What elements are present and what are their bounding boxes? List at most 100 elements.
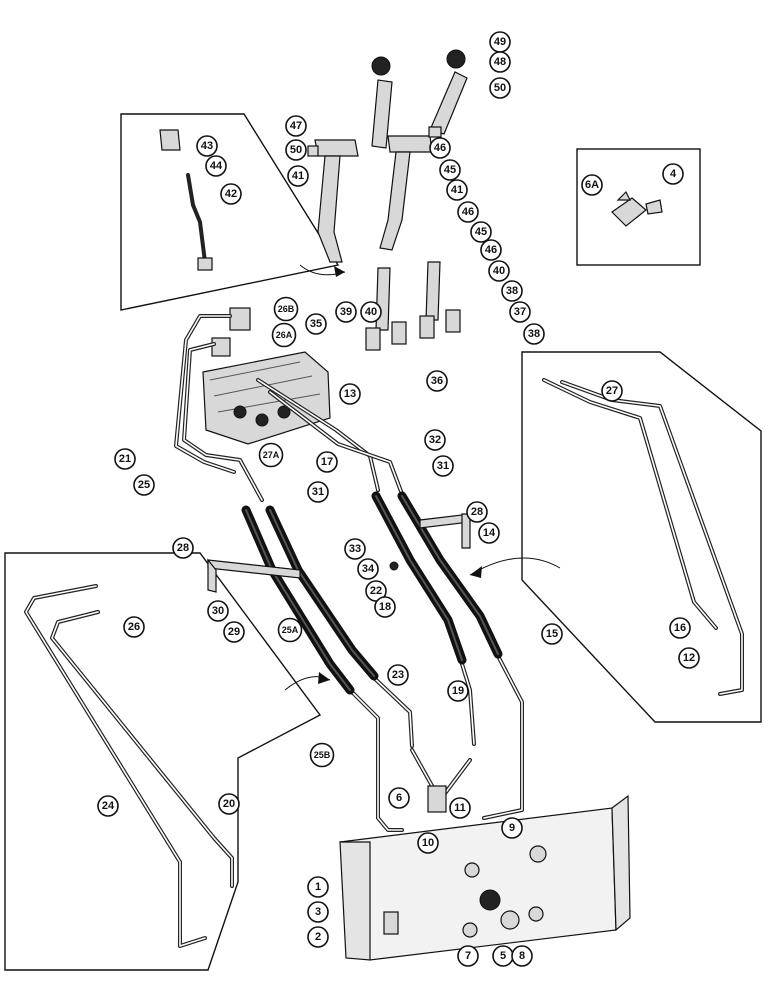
callout-circle — [501, 280, 523, 302]
callout-circle — [335, 301, 357, 323]
callout-c28b: 28 — [172, 537, 194, 559]
callout-circle — [271, 322, 297, 348]
callout-c29: 29 — [223, 621, 245, 643]
callout-c2: 2 — [307, 926, 329, 948]
callout-label: 9 — [509, 822, 515, 834]
callout-label: 49 — [494, 36, 506, 48]
callout-label: 4 — [670, 168, 677, 180]
callout-c26: 26 — [123, 616, 145, 638]
callout-circle — [447, 680, 469, 702]
callout-circle — [365, 580, 387, 602]
callout-circle — [489, 77, 511, 99]
callout-circle — [429, 137, 451, 159]
callout-label: 45 — [444, 164, 456, 176]
callout-circle — [172, 537, 194, 559]
callout-circle — [439, 159, 461, 181]
callout-circle — [662, 163, 684, 185]
callout-c48: 48 — [489, 51, 511, 73]
callout-c27: 27 — [601, 380, 623, 402]
callout-circle — [360, 301, 382, 323]
callout-label: 3 — [315, 906, 321, 918]
callout-label: 33 — [349, 543, 361, 555]
callout-label: 46 — [462, 206, 474, 218]
callout-label: 39 — [340, 306, 352, 318]
callout-label: 7 — [465, 950, 471, 962]
callout-label: 34 — [362, 563, 375, 575]
callout-circle — [309, 742, 335, 768]
callout-label: 11 — [454, 802, 466, 814]
inset-valve-fitting — [576, 148, 701, 266]
callout-c34: 34 — [357, 558, 379, 580]
callout-circle — [601, 380, 623, 402]
callout-c41b: 41 — [446, 179, 468, 201]
callout-circle — [205, 155, 227, 177]
callout-circle — [307, 926, 329, 948]
callout-c18: 18 — [374, 596, 396, 618]
callout-circle — [466, 501, 488, 523]
callout-circle — [424, 429, 446, 451]
callout-label: 25B — [314, 750, 331, 760]
callout-c46b: 46 — [457, 201, 479, 223]
callout-label: 46 — [485, 244, 497, 256]
callout-circle — [344, 538, 366, 560]
callout-label: 20 — [223, 798, 235, 810]
callout-circle — [133, 474, 155, 496]
callout-label: 16 — [674, 622, 686, 634]
callout-c1: 1 — [307, 876, 329, 898]
callout-circle — [307, 901, 329, 923]
callout-c36: 36 — [426, 370, 448, 392]
callout-c31b: 31 — [307, 481, 329, 503]
callout-label: 41 — [292, 170, 304, 182]
callout-label: 8 — [519, 950, 525, 962]
callout-circle — [678, 647, 700, 669]
callout-circle — [489, 51, 511, 73]
callout-c35: 35 — [305, 313, 327, 335]
callout-c31a: 31 — [432, 455, 454, 477]
callout-c41a: 41 — [287, 165, 309, 187]
callout-circle — [541, 623, 563, 645]
callout-c12: 12 — [678, 647, 700, 669]
callout-label: 48 — [494, 56, 506, 68]
callout-c39: 39 — [335, 301, 357, 323]
callout-label: 26A — [276, 330, 293, 340]
control-link-part — [159, 129, 213, 271]
callout-c9: 9 — [501, 817, 523, 839]
callout-label: 32 — [429, 434, 441, 446]
callout-circle — [220, 183, 242, 205]
callout-circle — [449, 797, 471, 819]
callout-circle — [114, 448, 136, 470]
callout-circle — [511, 945, 533, 967]
callout-c46a: 46 — [429, 137, 451, 159]
callout-label: 31 — [312, 486, 324, 498]
callout-c50b: 50 — [285, 139, 307, 161]
callout-label: 27A — [263, 450, 280, 460]
callout-c38a: 38 — [501, 280, 523, 302]
callout-c22: 22 — [365, 580, 387, 602]
callout-label: 6A — [585, 179, 599, 191]
callout-c8: 8 — [511, 945, 533, 967]
inset-right-tubes — [521, 351, 762, 723]
callout-label: 38 — [528, 328, 540, 340]
callout-circle — [432, 455, 454, 477]
callout-c50a: 50 — [489, 77, 511, 99]
callout-c40b: 40 — [360, 301, 382, 323]
callout-c42: 42 — [220, 183, 242, 205]
callout-circle — [305, 313, 327, 335]
callout-c47: 47 — [285, 115, 307, 137]
callout-label: 30 — [212, 605, 224, 617]
callout-label: 2 — [315, 931, 321, 943]
callout-circle — [480, 239, 502, 261]
callout-circle — [374, 596, 396, 618]
callout-c6a: 6A — [581, 174, 603, 196]
callout-circle — [196, 135, 218, 157]
callout-label: 14 — [483, 527, 496, 539]
callout-c14: 14 — [478, 522, 500, 544]
callout-c20: 20 — [218, 793, 240, 815]
callout-circle — [307, 876, 329, 898]
callout-circle — [285, 115, 307, 137]
callout-c45b: 45 — [470, 221, 492, 243]
callout-circle — [478, 522, 500, 544]
callout-label: 47 — [290, 120, 302, 132]
